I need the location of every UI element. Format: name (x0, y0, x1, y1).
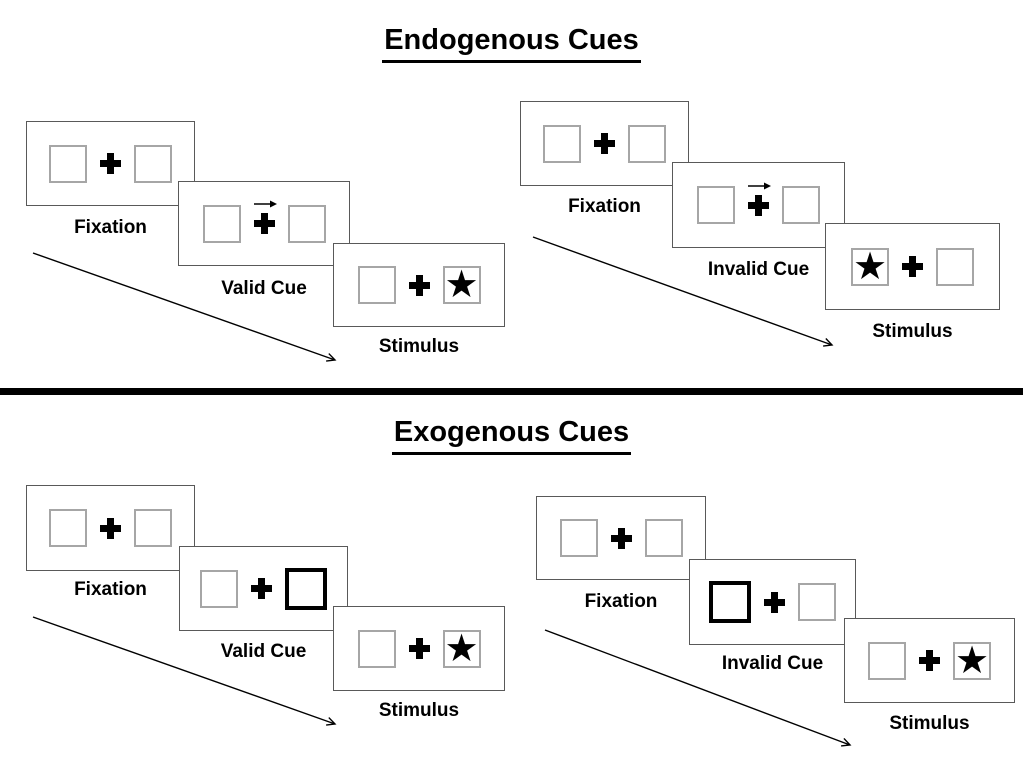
panel-label-invalid-cue: Invalid Cue (707, 259, 810, 280)
section-title-text: Exogenous Cues (391, 414, 632, 455)
right-box (287, 204, 326, 243)
fixation-cross-icon (610, 527, 632, 549)
stimulus-screen-panel: ★ (333, 243, 505, 327)
panel-label-fixation: Fixation (568, 196, 641, 217)
right-box-with-star: ★ (442, 625, 481, 670)
fixation-cross-icon (408, 274, 430, 296)
sequence-arrow-icon (32, 252, 337, 362)
left-box (357, 266, 396, 304)
fixation-cross-icon (748, 182, 771, 216)
right-box-highlighted (285, 567, 327, 610)
star-icon: ★ (954, 637, 990, 682)
valid-cue-screen-panel (179, 546, 348, 631)
left-box (202, 204, 241, 243)
section-title-endogenous: Endogenous Cues (0, 22, 1023, 63)
left-box (543, 124, 581, 163)
fixation-screen-panel (520, 101, 689, 186)
panel-label-stimulus: Stimulus (872, 321, 953, 342)
left-box (559, 519, 598, 557)
fixation-cross-icon (100, 517, 121, 539)
fixation-cross-icon (764, 591, 785, 613)
fixation-cross-icon (253, 200, 277, 234)
panel-label-stimulus: Stimulus (378, 700, 460, 721)
sequence-arrow-icon (532, 236, 834, 347)
fixation-cross-icon (408, 638, 430, 659)
stimulus-screen-panel: ★ (825, 223, 1000, 310)
panel-label-invalid-cue: Invalid Cue (721, 653, 824, 674)
right-box (628, 124, 666, 163)
right-arrow-icon (253, 200, 277, 208)
right-box-with-star: ★ (442, 262, 481, 306)
right-arrow-icon (748, 182, 771, 189)
right-box (936, 247, 974, 286)
left-box (357, 629, 396, 668)
left-box (49, 509, 87, 547)
right-box (782, 186, 820, 224)
right-box (644, 519, 683, 557)
sequence-arrow-icon (544, 629, 852, 747)
panel-label-fixation: Fixation (74, 579, 147, 600)
left-box (697, 186, 735, 224)
fixation-screen-panel (536, 496, 706, 580)
section-divider (0, 388, 1023, 395)
section-title-exogenous: Exogenous Cues (0, 414, 1023, 455)
right-box (134, 144, 172, 183)
star-icon: ★ (852, 243, 888, 288)
fixation-cross-icon (902, 256, 923, 277)
fixation-cross-icon (100, 153, 121, 174)
left-box-highlighted (709, 581, 751, 623)
panel-label-valid-cue: Valid Cue (221, 278, 307, 299)
panel-label-stimulus: Stimulus (889, 713, 970, 734)
sequence-arrow-icon (32, 616, 337, 726)
star-icon: ★ (444, 262, 479, 306)
valid-cue-screen-panel (178, 181, 350, 266)
left-box (49, 144, 87, 183)
invalid-cue-screen-panel (689, 559, 856, 645)
right-box (134, 509, 172, 547)
star-icon: ★ (444, 625, 479, 670)
left-box (200, 569, 238, 608)
left-box-with-star: ★ (851, 243, 889, 288)
fixation-cross-icon (919, 650, 940, 671)
fixation-cross-icon (594, 133, 615, 154)
panel-label-stimulus: Stimulus (378, 336, 460, 357)
left-box (868, 641, 906, 680)
stimulus-screen-panel: ★ (844, 618, 1015, 703)
fixation-screen-panel (26, 485, 195, 571)
right-box (798, 583, 836, 621)
section-title-text: Endogenous Cues (382, 22, 641, 63)
panel-label-fixation: Fixation (584, 591, 658, 612)
right-box-with-star: ★ (953, 637, 991, 682)
panel-label-fixation: Fixation (74, 217, 147, 238)
fixation-cross-icon (251, 578, 272, 599)
invalid-cue-screen-panel (672, 162, 845, 248)
stimulus-screen-panel: ★ (333, 606, 505, 691)
fixation-screen-panel (26, 121, 195, 206)
panel-label-valid-cue: Valid Cue (220, 641, 307, 662)
